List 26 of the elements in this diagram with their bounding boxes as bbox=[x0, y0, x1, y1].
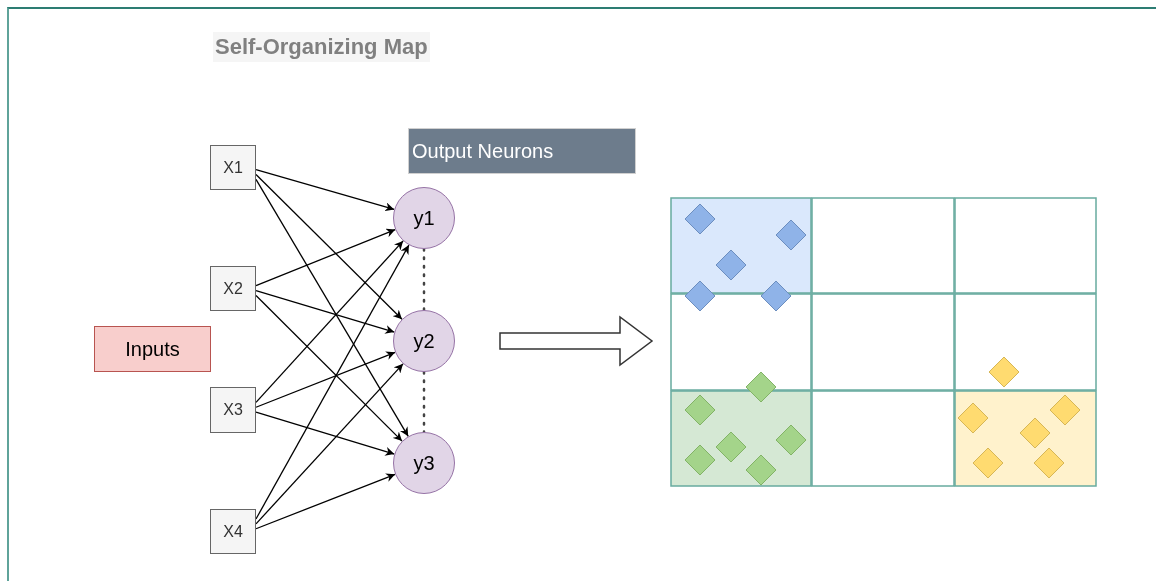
arrow bbox=[255, 173, 403, 320]
dotted-line bbox=[422, 247, 426, 312]
arrow bbox=[255, 351, 396, 408]
neuron-circle: y2 bbox=[393, 310, 455, 372]
header-box: Output Neurons bbox=[408, 128, 636, 174]
arrow bbox=[255, 168, 395, 212]
input-node-box: X4 bbox=[210, 509, 256, 554]
arrow bbox=[255, 411, 395, 456]
arrow bbox=[255, 363, 404, 525]
input-node-box: X3 bbox=[210, 387, 256, 433]
arrow bbox=[255, 289, 395, 334]
arrow bbox=[255, 294, 403, 442]
diagram-title: Self-Organizing Map bbox=[213, 32, 430, 62]
neuron-circle: y3 bbox=[393, 432, 455, 494]
som-grid-drawing bbox=[670, 197, 1096, 486]
arrow bbox=[255, 473, 396, 530]
block-arrow bbox=[499, 315, 654, 367]
neuron-circle: y1 bbox=[393, 187, 455, 249]
arrow bbox=[255, 244, 410, 520]
arrow bbox=[255, 228, 396, 287]
dotted-line bbox=[422, 370, 426, 434]
input-node-box: X2 bbox=[210, 266, 256, 311]
arrow bbox=[255, 178, 409, 437]
input-label-box: Inputs bbox=[94, 326, 211, 372]
arrow bbox=[255, 240, 404, 403]
input-node-box: X1 bbox=[210, 145, 256, 190]
